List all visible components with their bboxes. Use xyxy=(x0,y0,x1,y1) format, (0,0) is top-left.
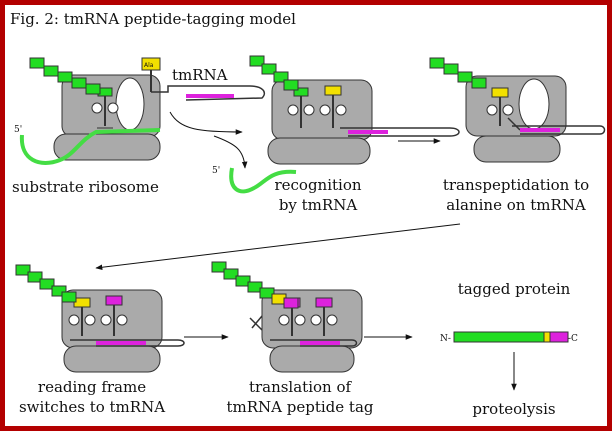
tmrna-label: tmRNA xyxy=(172,66,228,84)
figure-title: Fig. 2: tmRNA peptide-tagging model xyxy=(10,10,296,28)
step-7-caption: proteolysis xyxy=(472,400,555,418)
step-recognition xyxy=(249,55,460,165)
c-terminus-label: -C xyxy=(568,334,578,344)
five-prime-label: 5' xyxy=(14,125,22,135)
arrow-to-recognition xyxy=(169,111,243,135)
arrow-3-to-4 xyxy=(95,223,461,271)
mrna xyxy=(19,128,161,165)
alanine-label: Ala xyxy=(144,62,154,69)
step-translation-tag xyxy=(211,261,363,373)
five-prime-released: 5' xyxy=(212,166,220,176)
step-4-caption-2: switches to tmRNA xyxy=(19,398,165,416)
arrow-release-mrna xyxy=(213,135,248,169)
step-6-caption: tagged protein xyxy=(458,280,571,298)
step-transpeptidation xyxy=(429,57,606,163)
step-1-caption: substrate ribosome xyxy=(12,178,159,196)
tagged-protein xyxy=(453,331,569,343)
a-site xyxy=(115,77,145,131)
n-terminus-label: N- xyxy=(440,334,451,344)
released-mrna xyxy=(229,167,297,194)
step-5-caption-2: tmRNA peptide tag xyxy=(227,398,374,416)
step-4-caption-1: reading frame xyxy=(38,378,146,396)
step-5-caption-1: translation of xyxy=(249,378,353,396)
step-2-caption-2: by tmRNA xyxy=(279,196,358,214)
step-3-caption-2: alanine on tmRNA xyxy=(446,196,586,214)
step-3-caption-1: transpeptidation to xyxy=(443,176,589,194)
step-reading-frame xyxy=(15,264,185,373)
tmrna-orf xyxy=(186,94,234,98)
small-subunit xyxy=(53,133,161,161)
peptide-chain xyxy=(29,57,101,95)
step-2-caption-1: recognition xyxy=(274,176,361,194)
tmrna-molecule: Ala tmRNA xyxy=(141,57,266,101)
trna xyxy=(91,87,119,129)
step-substrate-ribosome: 5' xyxy=(14,57,161,165)
